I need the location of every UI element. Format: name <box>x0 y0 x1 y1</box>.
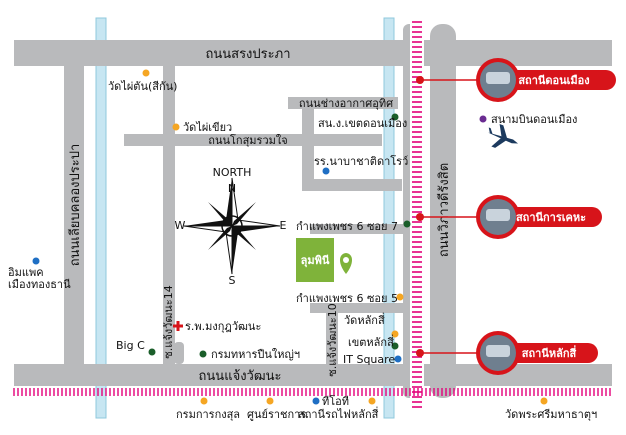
label-police: สน.ง.เขตดอนเมือง <box>318 117 407 130</box>
label-airport: สนามบินดอนเมือง <box>491 113 577 126</box>
road-stub <box>174 342 184 364</box>
compass-s: S <box>229 274 236 287</box>
station-label-don-mueang: สถานีดอนเมือง <box>518 74 589 87</box>
label-wat-phai-tan: วัดไผ่ตัน(สีกัน) <box>108 80 177 93</box>
compass-e: E <box>280 219 287 232</box>
compass-n: N <box>228 182 236 195</box>
gov-marker-icon <box>200 397 208 405</box>
gov-marker-icon <box>266 397 274 405</box>
road-label-soi10: ซ.แจ้งวัฒนะ10 <box>326 303 339 376</box>
road-label-soi14: ซ.แจ้งวัฒนะ14 <box>162 285 175 358</box>
road-left-vertical <box>64 40 84 386</box>
office-marker-icon <box>312 397 320 405</box>
label-wat-laksi: วัดหลักสี่ <box>344 312 385 327</box>
temple-marker-icon <box>142 69 150 77</box>
road-label-bottom: ถนนแจ้งวัฒนะ <box>199 369 282 384</box>
road-label-small: ถนนช่างอากาศอุทิศ <box>299 97 393 110</box>
rail-vertical <box>412 21 422 408</box>
label-army: กรมทหารปืนใหญ่ฯ <box>211 348 300 361</box>
label-big-c: Big C <box>116 339 145 352</box>
gov-marker-icon <box>391 113 399 121</box>
label-it-square: IT Square <box>343 353 395 366</box>
hospital-icon <box>173 321 183 331</box>
station-don-mueang: สถานีดอนเมือง <box>416 58 616 102</box>
road-connector-h <box>302 179 402 191</box>
road-label-mid: ถนนโกสุมรวมใจ <box>208 133 287 147</box>
train-icon <box>486 209 510 221</box>
road-small-horizontal <box>288 97 398 109</box>
station-kan-kheha: สถานีการเคหะ <box>416 195 602 239</box>
station-label-kan-kheha: สถานีการเคหะ <box>516 211 586 224</box>
road-soi5 <box>310 303 404 313</box>
road-label-soi7: กำแพงเพชร 6 ซอย 7 <box>296 220 398 233</box>
gov-marker-icon <box>391 342 399 350</box>
gov-marker-icon <box>199 350 207 358</box>
mall-marker-icon <box>394 355 402 363</box>
project-logo: ลุมพินี <box>296 238 334 282</box>
label-hospital: ร.พ.มงกุฎวัฒนะ <box>185 320 261 333</box>
compass-north-title: NORTH <box>213 166 252 179</box>
road-label-soi5: กำแพงเพชร 6 ซอย 5 <box>296 292 398 305</box>
label-laksi-district: เขตหลักสี่ <box>348 334 394 349</box>
label-border-dept: กรมการกงสุล <box>176 408 240 421</box>
label-tot: ทีโอที <box>322 394 349 408</box>
road-bottom <box>14 364 612 386</box>
rail-horizontal <box>13 388 611 396</box>
label-wat-phai-khiao: วัดไผ่เขียว <box>183 121 232 134</box>
temple-marker-icon <box>172 123 180 131</box>
canal-left <box>95 17 107 419</box>
road-soi14 <box>163 66 175 366</box>
temple-marker-icon <box>396 293 404 301</box>
station-label-laksi: สถานีหลักสี่ <box>522 345 577 360</box>
rail-marker-icon <box>368 397 376 405</box>
road-right-vertical <box>430 24 456 398</box>
road-mid-horizontal <box>124 134 382 146</box>
temple-marker-icon <box>540 397 548 405</box>
label-govt-center: ศูนย์ราชการ <box>247 408 306 421</box>
gov-marker-icon <box>403 220 411 228</box>
road-connector <box>302 103 314 191</box>
train-icon <box>486 345 510 357</box>
label-wat-phra-si: วัดพระศรีมหาธาตุฯ <box>505 408 597 421</box>
label-laksi-rail: สถานีรถไฟหลักสี่ <box>298 406 379 421</box>
mall-marker-icon <box>148 348 156 356</box>
station-laksi: สถานีหลักสี่ <box>416 331 598 375</box>
road-top <box>14 40 612 66</box>
road-label-right: ถนนวิภาวดีรังสิต <box>436 163 452 257</box>
road-soi10 <box>326 313 338 365</box>
project-logo-text: ลุมพินี <box>301 254 330 268</box>
compass-w: W <box>175 219 186 232</box>
label-school: รร.นาบาชาติดาโรว์ <box>314 154 408 168</box>
label-impact: อิมแพคเมืองทองธานี <box>8 266 72 291</box>
airplane-icon <box>487 123 519 148</box>
road-soi7 <box>310 224 404 234</box>
airport-marker-icon <box>479 115 487 123</box>
venue-marker-icon <box>32 257 40 265</box>
road-label-top: ถนนสรงประภา <box>206 47 291 62</box>
compass-icon <box>183 177 281 275</box>
canal-right <box>383 17 395 419</box>
location-pin-icon <box>340 253 352 274</box>
road-label-left: ถนนเลียบคลองประปา <box>67 144 83 267</box>
temple-marker-icon <box>391 330 399 338</box>
train-icon <box>486 72 510 84</box>
school-marker-icon <box>322 167 330 175</box>
